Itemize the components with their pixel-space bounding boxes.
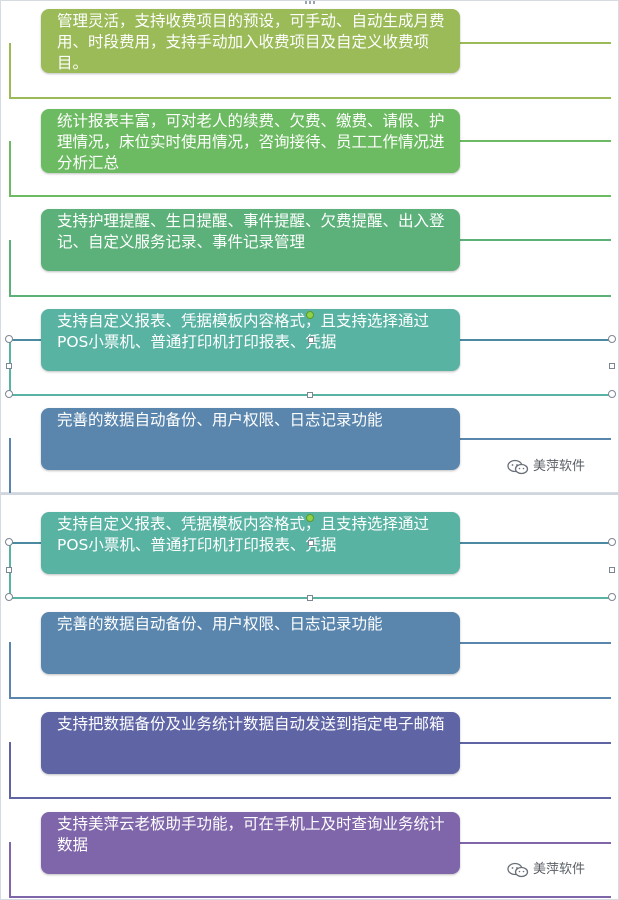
feature-item-backup[interactable]: 完善的数据自动备份、用户权限、日志记录功能 <box>41 612 460 674</box>
selection-handle[interactable] <box>308 540 314 546</box>
connector-rule <box>9 896 611 898</box>
watermark: 美萍软件 <box>507 459 585 475</box>
feature-item-billing[interactable]: 管理灵活，支持收费项目的预设，可手动、自动生成月费用、时段费用，支持手动加入收费… <box>41 9 460 73</box>
selection-handle[interactable] <box>5 390 13 398</box>
feature-item-print-templates[interactable]: 支持自定义报表、凭据模板内容格式，且支持选择通过POS小票机、普通打印机打印报表… <box>41 512 460 574</box>
selection-handle[interactable] <box>5 335 13 343</box>
connector-left <box>9 438 11 494</box>
feature-item-reports[interactable]: 统计报表丰富，可对老人的续费、欠费、缴费、请假、护理情况，床位实时使用情况，咨询… <box>41 109 460 173</box>
connector-rule <box>459 239 611 241</box>
selection-handle[interactable] <box>6 363 12 369</box>
connector-rule <box>459 842 611 844</box>
connector-rule <box>9 697 611 699</box>
connector-rule <box>9 97 611 99</box>
selection-handle[interactable] <box>608 538 616 546</box>
selection-handle[interactable] <box>608 593 616 601</box>
connector-rule <box>9 295 611 297</box>
selection-handle[interactable] <box>307 392 313 398</box>
connector-left <box>9 742 11 798</box>
connector-rule <box>459 742 611 744</box>
connector-left <box>9 642 11 698</box>
connector-rule <box>459 140 611 142</box>
feature-item-backup[interactable]: 完善的数据自动备份、用户权限、日志记录功能 <box>41 408 460 470</box>
connector-rule <box>9 195 611 197</box>
watermark-text: 美萍软件 <box>533 459 586 474</box>
feature-item-email[interactable]: 支持把数据备份及业务统计数据自动发送到指定电子邮箱 <box>41 712 460 774</box>
connector-left <box>9 842 11 898</box>
feature-item-cloud-assistant[interactable]: 支持美萍云老板助手功能，可在手机上及时查询业务统计数据 <box>41 812 460 874</box>
watermark-text: 美萍软件 <box>533 862 586 877</box>
selection-handle[interactable] <box>308 337 314 343</box>
drag-grip[interactable] <box>305 1 317 4</box>
connector-rule <box>459 438 611 440</box>
selection-handle[interactable] <box>608 390 616 398</box>
selection-handle[interactable] <box>608 335 616 343</box>
rotate-handle[interactable] <box>306 311 314 319</box>
connector-left <box>9 141 11 197</box>
connector-left <box>9 43 11 99</box>
wechat-icon <box>507 862 529 878</box>
connector-rule <box>459 642 611 644</box>
selection-handle[interactable] <box>609 567 615 573</box>
selection-handle[interactable] <box>307 595 313 601</box>
top-diagram-panel: 管理灵活，支持收费项目的预设，可手动、自动生成月费用、时段费用，支持手动加入收费… <box>0 0 619 494</box>
connector-rule <box>459 42 611 44</box>
bottom-diagram-panel: 支持自定义报表、凭据模板内容格式，且支持选择通过POS小票机、普通打印机打印报表… <box>0 493 619 900</box>
connector-rule <box>9 797 611 799</box>
rotate-handle[interactable] <box>306 514 314 522</box>
connector-left <box>9 240 11 297</box>
selection-handle[interactable] <box>5 538 13 546</box>
selection-handle[interactable] <box>6 567 12 573</box>
feature-item-reminders[interactable]: 支持护理提醒、生日提醒、事件提醒、欠费提醒、出入登记、自定义服务记录、事件记录管… <box>41 209 460 271</box>
feature-item-print-templates[interactable]: 支持自定义报表、凭据模板内容格式，且支持选择通过POS小票机、普通打印机打印报表… <box>41 309 460 371</box>
selection-handle[interactable] <box>5 593 13 601</box>
selection-handle[interactable] <box>609 363 615 369</box>
watermark: 美萍软件 <box>507 862 585 878</box>
wechat-icon <box>507 459 529 475</box>
